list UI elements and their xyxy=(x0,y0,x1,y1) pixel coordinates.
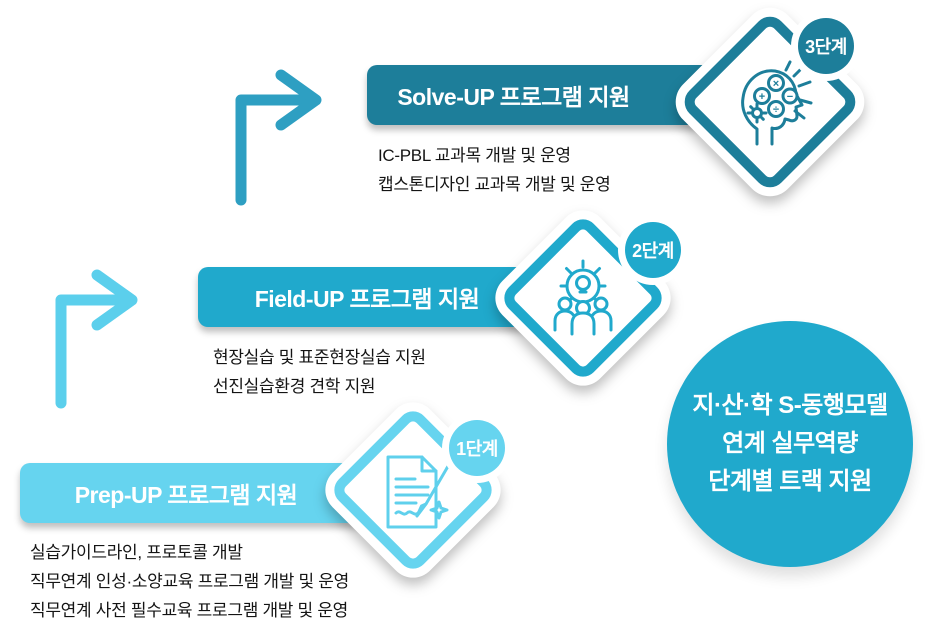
step1-items: 실습가이드라인, 프로토콜 개발 직무연계 인성·소양교육 프로그램 개발 및 … xyxy=(30,538,349,625)
step3-item: IC-PBL 교과목 개발 및 운영 xyxy=(378,146,571,165)
arrow-to-step3-icon xyxy=(235,69,322,206)
step3-badge: 3단계 xyxy=(798,18,854,74)
svg-text:×: × xyxy=(773,78,779,90)
step1-badge: 1단계 xyxy=(449,420,505,476)
svg-text:÷: ÷ xyxy=(773,104,779,116)
goal-circle: 지·산·학 S-동행모델 연계 실무역량 단계별 트랙 지원 xyxy=(667,321,913,567)
step2-title-bar: Field-UP 프로그램 지원 xyxy=(198,267,546,327)
document-pen-icon xyxy=(386,455,453,529)
team-gear-icon xyxy=(553,259,613,336)
step1-title: Prep-UP 프로그램 지원 xyxy=(74,482,298,508)
step3-item: 캡스톤디자인 교과목 개발 및 운영 xyxy=(378,175,611,194)
step1-item: 직무연계 인성·소양교육 프로그램 개발 및 운영 xyxy=(30,572,349,591)
svg-text:−: − xyxy=(787,91,793,103)
step1-item: 실습가이드라인, 프로토콜 개발 xyxy=(30,543,243,562)
goal-line: 지·산·학 S-동행모델 xyxy=(692,392,888,419)
svg-text:+: + xyxy=(759,91,765,103)
step3-title-bar: Solve-UP 프로그램 지원 xyxy=(367,65,715,125)
step1-item: 직무연계 사전 필수교육 프로그램 개발 및 운영 xyxy=(30,601,348,620)
arrow-to-step2-icon xyxy=(55,269,138,409)
step2-title: Field-UP 프로그램 지원 xyxy=(254,286,480,312)
step3-items: IC-PBL 교과목 개발 및 운영 캡스톤디자인 교과목 개발 및 운영 xyxy=(378,141,611,199)
step2-items: 현장실습 및 표준현장실습 지원 선진실습환경 견학 지원 xyxy=(213,343,426,401)
step3-title: Solve-UP 프로그램 지원 xyxy=(397,84,630,110)
step1-title-bar: Prep-UP 프로그램 지원 xyxy=(20,463,377,523)
step2-badge: 2단계 xyxy=(625,222,681,278)
step2-item: 선진실습환경 견학 지원 xyxy=(213,377,376,396)
goal-line: 연계 실무역량 xyxy=(722,430,858,457)
head-math-icon: × + − ÷ xyxy=(741,60,813,146)
step2-item: 현장실습 및 표준현장실습 지원 xyxy=(213,348,426,367)
goal-line: 단계별 트랙 지원 xyxy=(708,468,872,495)
